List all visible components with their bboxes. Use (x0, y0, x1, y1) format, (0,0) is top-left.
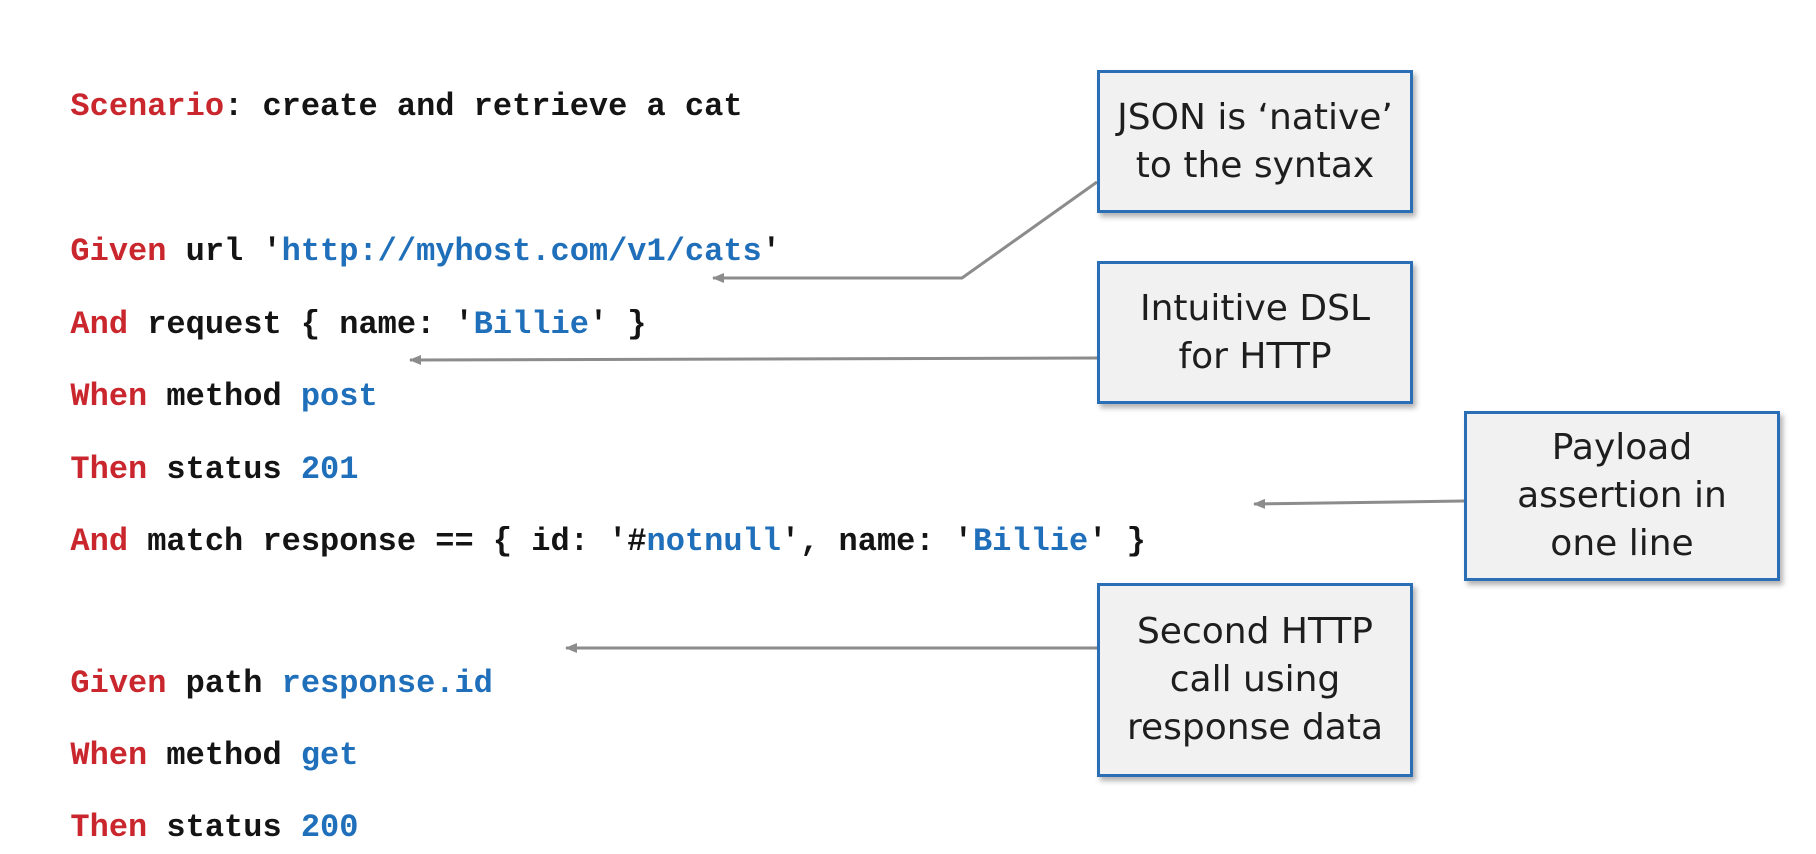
callout-payload-line1: Payload (1551, 427, 1693, 468)
callout-json-native: JSON is ‘native’ to the syntax (1097, 70, 1413, 213)
status-step-text-200: status (147, 809, 301, 846)
callout-payload-line3: one line (1550, 523, 1694, 564)
code-line-scenario: Scenario: create and retrieve a cat (32, 47, 743, 127)
code-line-given-path: Given path response.id (32, 624, 493, 704)
scenario-text: : create and retrieve a cat (224, 88, 743, 125)
code-line-and-request: And request { name: 'Billie' } (32, 265, 647, 345)
arrow-payload-assertion (1253, 498, 1465, 509)
callout-payload-assertion: Payload assertion in one line (1464, 411, 1780, 581)
code-line-then-status-201: Then status 201 (32, 410, 358, 490)
code-line-then-status-200: Then status 200 (32, 768, 358, 848)
callout-json-native-line2: to the syntax (1135, 144, 1375, 186)
keyword-and-match: And (70, 523, 129, 560)
keyword-when: When (70, 378, 148, 415)
status-step-text: status (147, 451, 301, 488)
code-line-given-url: Given url 'http://myhost.com/v1/cats' (32, 192, 781, 272)
request-end: ' } (588, 306, 647, 343)
keyword-when-get: When (70, 737, 148, 774)
request-name-value: Billie (473, 306, 589, 343)
callout-payload-line2: assertion in (1517, 475, 1727, 516)
request-step-text: request { name: ' (128, 306, 474, 343)
arrow-intuitive-dsl (409, 354, 1098, 365)
status-value-200: 200 (300, 809, 359, 846)
method-value-post: post (300, 378, 378, 415)
callout-intuitive-dsl: Intuitive DSL for HTTP (1097, 261, 1413, 404)
code-line-when-get: When method get (32, 696, 358, 776)
match-end: ' } (1088, 523, 1146, 560)
callout-second-call: Second HTTP call using response data (1097, 583, 1413, 777)
url-step-text: url ' (166, 233, 282, 270)
keyword-then-200: Then (70, 809, 148, 846)
path-value: response.id (281, 665, 493, 702)
path-step-text: path (166, 665, 282, 702)
keyword-given-path: Given (70, 665, 167, 702)
keyword-then: Then (70, 451, 148, 488)
keyword-given: Given (70, 233, 167, 270)
match-name-value: Billie (972, 523, 1089, 560)
status-value-201: 201 (300, 451, 359, 488)
method-step-text-get: method (147, 737, 301, 774)
callout-second-call-line1: Second HTTP (1136, 611, 1374, 652)
match-notnull-value: notnull (646, 523, 781, 560)
code-line-when-post: When method post (32, 337, 378, 417)
method-step-text: method (147, 378, 301, 415)
method-value-get: get (300, 737, 359, 774)
callout-intuitive-dsl-line1: Intuitive DSL (1139, 287, 1370, 329)
code-line-and-match: And match response == { id: '#notnull', … (32, 482, 1146, 562)
callout-second-call-line2: call using (1169, 659, 1341, 700)
url-quote-end: ' (761, 233, 781, 270)
keyword-scenario: Scenario (70, 88, 225, 125)
callout-second-call-line3: response data (1126, 707, 1384, 748)
url-value: http://myhost.com/v1/cats (281, 233, 762, 270)
callout-json-native-line1: JSON is ‘native’ (1117, 96, 1393, 138)
match-step-text-2: ', name: ' (780, 523, 973, 560)
callout-intuitive-dsl-line2: for HTTP (1178, 335, 1332, 377)
match-step-text: match response == { id: '# (128, 523, 647, 560)
keyword-and: And (70, 306, 129, 343)
arrow-json-native (712, 180, 1098, 283)
